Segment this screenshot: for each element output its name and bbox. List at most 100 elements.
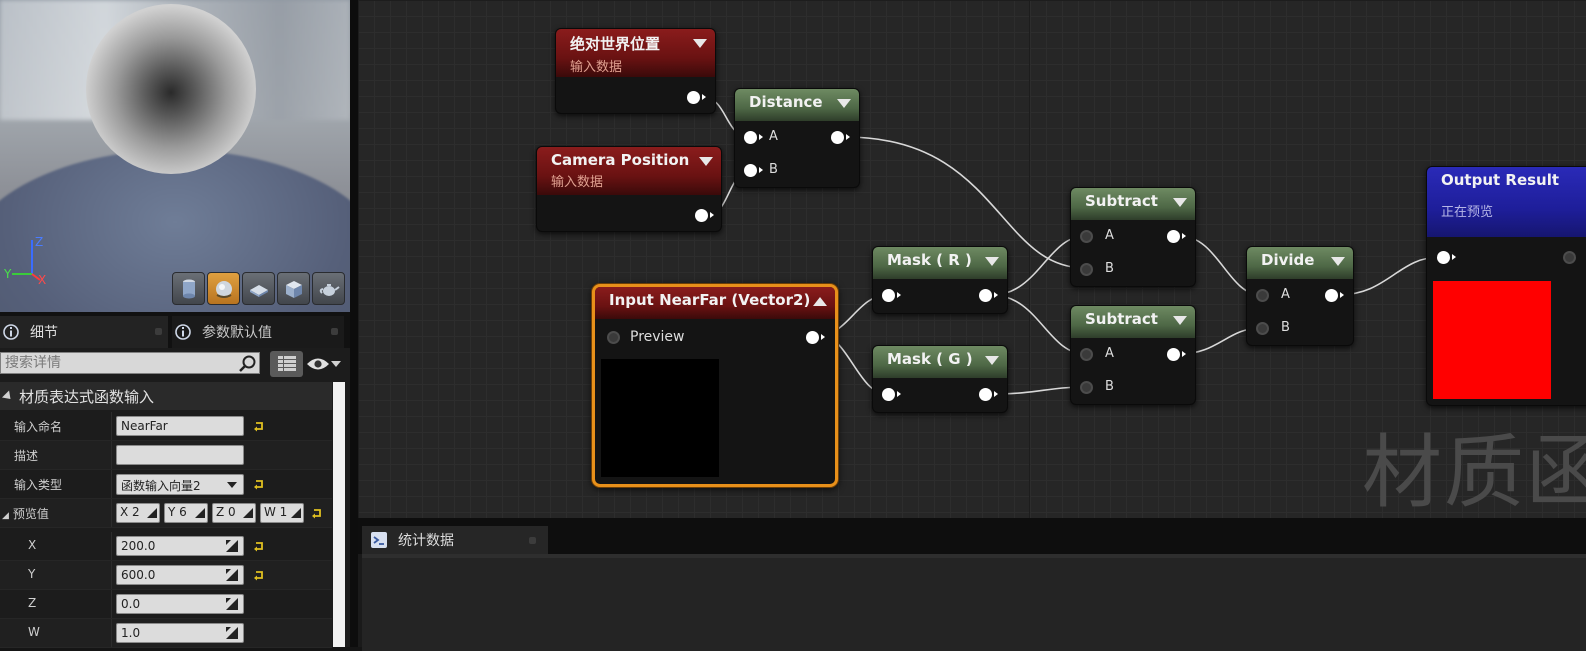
node-camera-position[interactable]: Camera Position 输入数据 [536,146,722,232]
node-header[interactable]: Output Result 正在预览 [1427,167,1586,237]
w-value-field[interactable] [116,623,244,643]
cylinder-preview-button[interactable] [172,272,205,305]
output-pin[interactable] [1167,230,1180,243]
preview-input-pin[interactable] [607,331,620,344]
tab-details[interactable]: 细节 [0,316,168,348]
y-value-field[interactable] [116,565,244,585]
material-graph-canvas[interactable]: 材质函 绝对世界位置 输入数据 Camera Position 输 [358,0,1586,518]
search-icon[interactable] [238,354,258,374]
node-header[interactable]: Subtract [1071,306,1195,338]
node-input-nearfar[interactable]: Input NearFar (Vector2) Preview [592,284,838,487]
node-header[interactable]: Distance [735,89,859,121]
node-header[interactable]: Mask ( R ) [873,247,1007,279]
chevron-down-icon [331,361,341,367]
spinner-icon[interactable] [226,569,238,581]
search-details-input[interactable] [0,352,260,374]
property-row-z: Z [0,590,332,619]
node-header[interactable]: Mask ( G ) [873,346,1007,378]
output-pin[interactable] [979,388,992,401]
reset-to-default-icon[interactable] [312,507,324,519]
property-matrix-button[interactable] [270,351,303,377]
property-row-y: Y [0,561,332,590]
input-pin[interactable] [882,289,895,302]
node-output-result[interactable]: Output Result 正在预览 [1426,166,1586,406]
collapse-arrow-icon[interactable] [837,99,851,108]
plane-preview-button[interactable] [242,272,275,305]
cube-preview-button[interactable] [277,272,310,305]
node-header[interactable]: Input NearFar (Vector2) [595,287,835,319]
output-pin[interactable] [831,131,844,144]
tab-parameter-defaults[interactable]: 参数默认值 [172,316,344,348]
spinner-icon[interactable] [226,627,238,639]
node-absolute-world-position[interactable]: 绝对世界位置 输入数据 [555,28,716,114]
preview-y-mini-field[interactable]: Y 6 [164,503,208,523]
tab-stats[interactable]: 统计数据 [362,526,548,554]
close-tab-icon[interactable] [529,537,536,544]
panel-splitter[interactable] [350,0,358,647]
reset-to-default-icon[interactable] [254,478,266,490]
preview-w-mini-field[interactable]: W 1 [260,503,304,523]
node-header[interactable]: Subtract [1071,188,1195,220]
collapse-arrow-icon[interactable] [1173,316,1187,325]
z-value-field[interactable] [116,594,244,614]
collapse-arrow-icon[interactable] [699,157,713,166]
spinner-icon[interactable] [226,598,238,610]
node-subtract-1[interactable]: Subtract A B [1070,187,1196,287]
node-distance[interactable]: Distance A B [734,88,860,188]
input-type-dropdown[interactable]: 函数输入向量2 [116,474,244,495]
node-header[interactable]: Divide [1247,247,1353,279]
collapse-arrow-icon[interactable] [1173,198,1187,207]
secondary-pin[interactable] [1563,251,1576,264]
pin-arrow-icon [994,292,998,298]
sphere-preview-button[interactable] [207,272,240,305]
row-divider [111,532,112,560]
close-tab-icon[interactable] [155,328,162,335]
collapse-arrow-icon[interactable] [985,356,999,365]
collapse-arrow-icon[interactable] [693,39,707,48]
output-pin[interactable] [687,91,700,104]
node-subtract-2[interactable]: Subtract A B [1070,305,1196,405]
node-mask-g[interactable]: Mask ( G ) [872,345,1008,413]
input-pin[interactable] [1437,251,1450,264]
description-field[interactable] [116,445,244,465]
reset-to-default-icon[interactable] [254,569,266,581]
teapot-preview-button[interactable] [312,272,345,305]
input-pin-a[interactable] [1080,230,1093,243]
node-divide[interactable]: Divide A B [1246,246,1354,346]
preview-z-mini-field[interactable]: Z 0 [212,503,256,523]
view-options-button[interactable] [306,354,346,374]
reset-to-default-icon[interactable] [254,420,266,432]
stats-log-icon [371,532,387,548]
details-scrollbar[interactable] [333,382,345,647]
input-pin-b[interactable] [1080,263,1093,276]
preview-viewport[interactable]: Z Y X [0,0,350,312]
input-pin-b[interactable] [744,164,757,177]
output-pin[interactable] [1325,289,1338,302]
output-pin[interactable] [1167,348,1180,361]
axis-z-label: Z [35,235,43,249]
input-pin-a[interactable] [1256,289,1269,302]
input-pin-b[interactable] [1080,381,1093,394]
pin-arrow-icon [846,134,850,140]
node-mask-r[interactable]: Mask ( R ) [872,246,1008,314]
input-pin-a[interactable] [744,131,757,144]
node-header[interactable]: Camera Position 输入数据 [537,147,721,195]
section-header-function-input[interactable]: 材质表达式函数输入 [0,382,332,410]
collapse-arrow-icon[interactable] [813,297,827,306]
output-pin[interactable] [806,331,819,344]
input-pin-a[interactable] [1080,348,1093,361]
input-pin[interactable] [882,388,895,401]
close-tab-icon[interactable] [331,328,338,335]
preview-x-mini-field[interactable]: X 2 [116,503,160,523]
collapse-arrow-icon[interactable] [985,257,999,266]
spinner-icon[interactable] [226,540,238,552]
axis-y-label: Y [4,267,12,281]
input-pin-b[interactable] [1256,322,1269,335]
x-value-field[interactable] [116,536,244,556]
output-pin[interactable] [695,209,708,222]
output-pin[interactable] [979,289,992,302]
node-header[interactable]: 绝对世界位置 输入数据 [556,29,715,77]
input-name-field[interactable] [116,416,244,436]
collapse-arrow-icon[interactable] [1331,257,1345,266]
reset-to-default-icon[interactable] [254,540,266,552]
